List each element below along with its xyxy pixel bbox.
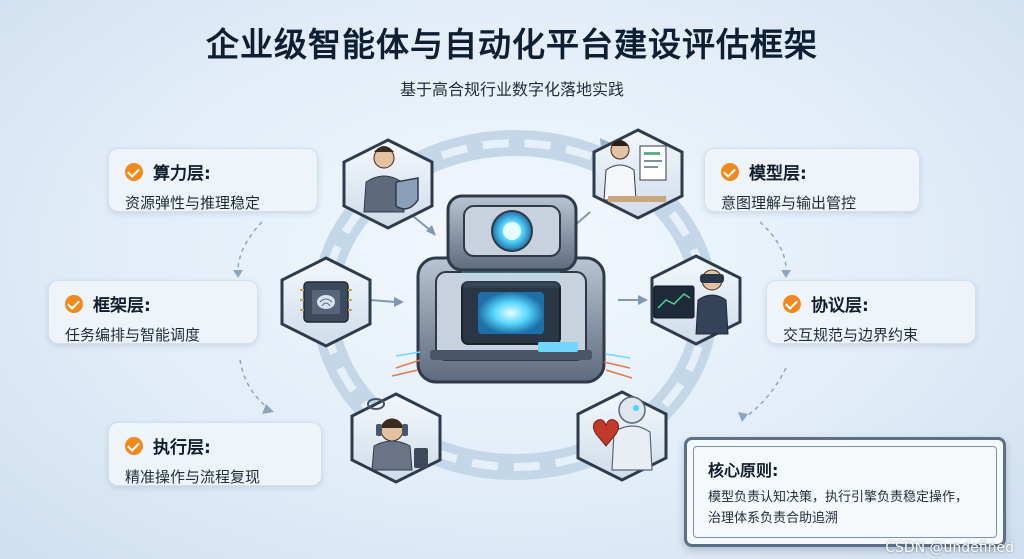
layer-title: 模型层:: [749, 164, 807, 184]
layer-desc: 资源弹性与推理稳定: [125, 194, 261, 212]
dashed-arrows: [237, 221, 787, 419]
layer-card-protocol: 协议层: 交互规范与边界约束: [766, 280, 976, 344]
core-principle-inner: 核心原则: 模型负责认知决策，执行引擎负责稳定操作， 治理体系负责合助追溯: [693, 446, 997, 538]
layer-title: 算力层:: [153, 164, 211, 184]
watermark: CSDN @undefined: [885, 540, 1014, 556]
security-guard-icon: [363, 146, 419, 213]
side-arrow-icon: [233, 270, 791, 422]
layer-title: 框架层:: [93, 296, 151, 316]
hex-document-review: [592, 128, 684, 220]
hex-radio-operator: [350, 392, 442, 484]
layer-desc: 精准操作与流程复现: [125, 468, 261, 486]
ai-chip-icon: [300, 281, 352, 323]
check-icon: [125, 162, 143, 181]
check-icon: [783, 294, 801, 313]
page-subtitle: 基于高合规行业数字化落地实践: [399, 80, 624, 99]
layer-desc: 意图理解与输出管控: [721, 194, 857, 212]
layer-card-execution: 执行层: 精准操作与流程复现: [108, 422, 322, 486]
layer-title: 协议层:: [811, 296, 869, 316]
document-review-icon: [603, 140, 667, 202]
principle-line-1: 模型负责认知决策，执行引擎负责稳定操作，: [708, 490, 969, 505]
central-server-icon: [391, 194, 633, 384]
layer-card-framework: 框架层: 任务编排与智能调度: [48, 280, 258, 344]
robot-heart-icon: [592, 396, 653, 471]
radio-operator-icon: [367, 398, 428, 471]
vr-operator-icon: [653, 269, 729, 335]
hex-ai-chip: [280, 256, 372, 348]
core-principle-box: 核心原则: 模型负责认知决策，执行引擎负责稳定操作， 治理体系负责合助追溯: [684, 437, 1006, 547]
page-title: 企业级智能体与自动化平台建设评估框架: [206, 25, 818, 64]
principle-line-2: 治理体系负责合助追溯: [708, 511, 839, 526]
hex-vr-operator: [650, 254, 742, 346]
principle-title: 核心原则:: [708, 461, 779, 480]
layer-desc: 交互规范与边界约束: [783, 326, 919, 344]
check-icon: [65, 294, 83, 313]
check-icon: [125, 436, 143, 455]
principle-text: 模型负责认知决策，执行引擎负责稳定操作， 治理体系负责合助追溯: [708, 487, 982, 529]
check-icon: [721, 162, 739, 181]
layer-title: 执行层:: [153, 438, 211, 458]
layer-desc: 任务编排与智能调度: [65, 326, 201, 344]
hex-security-guard: [342, 138, 434, 230]
hex-robot-heart: [576, 390, 668, 482]
layer-card-compute: 算力层: 资源弹性与推理稳定: [108, 148, 318, 212]
layer-card-model: 模型层: 意图理解与输出管控: [704, 148, 920, 212]
